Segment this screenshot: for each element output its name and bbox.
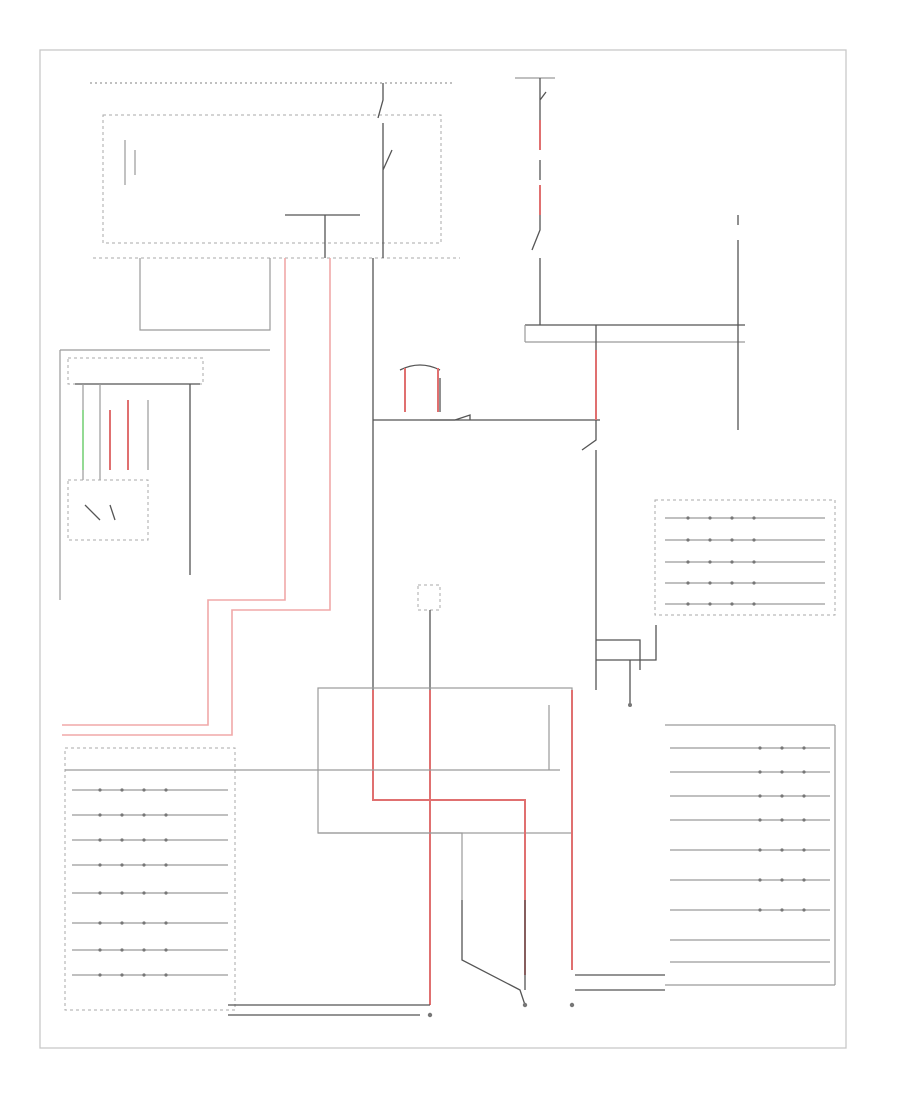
ground-center (569, 1002, 575, 1008)
lr-lamp-pin (98, 863, 102, 867)
rr-lamp-pin (802, 818, 806, 822)
rh-marker-pin (686, 560, 690, 564)
lr-lamp-pin (164, 813, 168, 817)
lr-lamp-pin (142, 813, 146, 817)
rr-lamp-pin (802, 746, 806, 750)
rr-lamp-pin (780, 908, 784, 912)
lr-lamp-pin (164, 863, 168, 867)
lr-lamp-pin (142, 973, 146, 977)
lr-lamp-pin (164, 891, 168, 895)
lr-lamp-pin (98, 838, 102, 842)
diagram-frame (39, 49, 847, 1049)
rr-lamp-pin (758, 878, 762, 882)
ground-g-right (522, 1002, 528, 1008)
rh-marker-pin (730, 560, 734, 564)
tail-light-feed-wires (62, 258, 331, 736)
rr-lamp-pin (758, 770, 762, 774)
rr-lamp-pin (780, 878, 784, 882)
rr-lamp-pin (780, 848, 784, 852)
lr-lamp-pin (120, 863, 124, 867)
left-rear-lamp-assembly (64, 747, 560, 1016)
rh-marker-pin (752, 581, 756, 585)
lr-lamp-pin (142, 891, 146, 895)
rh-marker-pin (686, 538, 690, 542)
rh-marker-pin (708, 560, 712, 564)
rr-lamp-pin (802, 878, 806, 882)
rh-marker-pin (686, 602, 690, 606)
rr-lamp-pin (802, 848, 806, 852)
rr-lamp-pin (802, 770, 806, 774)
lr-lamp-pin (98, 813, 102, 817)
ground-g-left (427, 1012, 433, 1018)
rh-marker-pin (752, 538, 756, 542)
rr-lamp-pin (758, 746, 762, 750)
rr-lamp-pin (758, 818, 762, 822)
lr-lamp-pin (98, 948, 102, 952)
rr-lamp-pin (780, 770, 784, 774)
rr-lamp-pin (802, 794, 806, 798)
rh-marker-pin (686, 581, 690, 585)
rr-lamp-pin (780, 818, 784, 822)
rh-marker-pin (708, 581, 712, 585)
center-junction (372, 258, 600, 690)
rr-lamp-pin (780, 794, 784, 798)
lr-lamp-pin (120, 788, 124, 792)
lr-lamp-pin (98, 788, 102, 792)
lr-lamp-pin (120, 921, 124, 925)
lr-lamp-pin (142, 863, 146, 867)
right-rear-lamp-assembly (575, 724, 836, 991)
ground-bus-center (317, 687, 573, 1006)
hot-at-all-times-feed (515, 77, 745, 343)
rh-marker-pin (730, 538, 734, 542)
lr-lamp-pin (164, 838, 168, 842)
lr-lamp-pin (120, 891, 124, 895)
lr-lamp-pin (164, 973, 168, 977)
rh-marker-pin (752, 602, 756, 606)
rr-lamp-pin (758, 848, 762, 852)
lr-lamp-pin (120, 838, 124, 842)
rr-lamp-pin (780, 746, 784, 750)
lr-lamp-pin (164, 788, 168, 792)
combination-switch (59, 258, 271, 600)
lr-lamp-pin (142, 948, 146, 952)
rh-marker-pin (686, 516, 690, 520)
lr-lamp-pin (98, 973, 102, 977)
rh-marker-pin (730, 581, 734, 585)
fuse-relay-block (90, 82, 460, 259)
rr-lamp-pin (758, 794, 762, 798)
lr-lamp-pin (164, 921, 168, 925)
rr-lamp-pin (802, 908, 806, 912)
lr-lamp-pin (164, 948, 168, 952)
rh-rear-side-marker (596, 499, 836, 707)
lr-lamp-pin (120, 948, 124, 952)
lr-lamp-pin (142, 788, 146, 792)
lr-lamp-pin (98, 921, 102, 925)
rh-marker-pin (730, 516, 734, 520)
lr-lamp-pin (120, 813, 124, 817)
lr-lamp-pin (98, 891, 102, 895)
rh-marker-pin (752, 560, 756, 564)
rr-lamp-pin (758, 908, 762, 912)
lr-lamp-pin (142, 838, 146, 842)
rh-marker-pin (752, 516, 756, 520)
lr-lamp-pin (142, 921, 146, 925)
rh-marker-pin (708, 538, 712, 542)
rh-marker-pin (730, 602, 734, 606)
lr-lamp-pin (120, 973, 124, 977)
rh-marker-pin (708, 516, 712, 520)
rh-marker-pin (708, 602, 712, 606)
